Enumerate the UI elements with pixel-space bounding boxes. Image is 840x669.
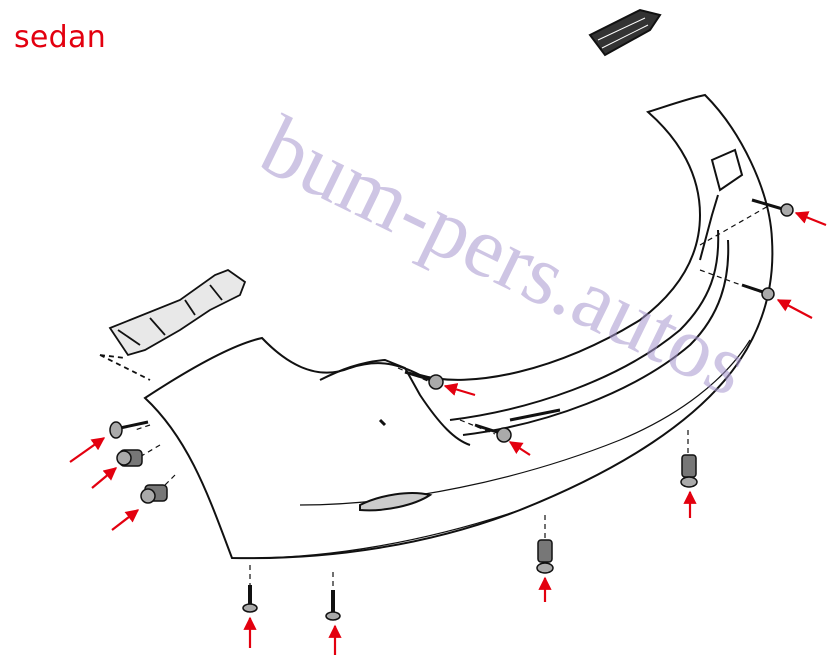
arrow: [111, 509, 140, 531]
bottom-screw-center: [325, 590, 341, 621]
arrow: [91, 467, 118, 489]
bottom-clip-right: [680, 454, 698, 488]
arrow: [776, 299, 813, 319]
left-clip-lower: [140, 484, 168, 504]
arrow: [794, 211, 827, 227]
top-bracket: [588, 8, 662, 57]
diagram-caption: sedan: [14, 20, 107, 55]
bottom-screw-left: [242, 585, 258, 613]
side-screw-lower-right: [741, 283, 775, 301]
left-screw: [109, 420, 149, 439]
arrow: [443, 383, 476, 397]
center-screw-lower: [474, 423, 512, 443]
arrow: [69, 437, 106, 463]
bumper-cover: [134, 93, 774, 590]
arrow: [508, 441, 531, 456]
center-screw-upper: [404, 370, 444, 390]
bottom-clip-center: [536, 539, 554, 574]
side-screw-upper-right: [751, 198, 794, 217]
left-clip-upper: [116, 449, 143, 467]
left-bracket: [99, 268, 247, 381]
